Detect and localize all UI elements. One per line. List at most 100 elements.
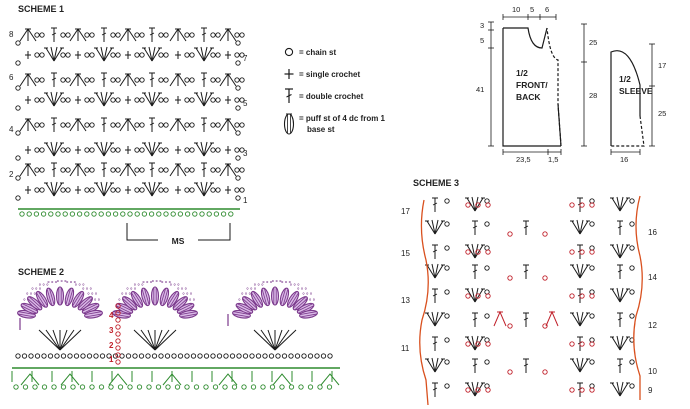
front-back-label: FRONT/ bbox=[516, 80, 548, 90]
stitch-fan-icon bbox=[424, 219, 446, 235]
chain-stitch-icon bbox=[34, 97, 40, 103]
stitch-fan-icon bbox=[424, 311, 446, 327]
chain-stitch-icon bbox=[189, 147, 195, 153]
chain-stitch-icon bbox=[156, 211, 162, 217]
chain-stitch-icon bbox=[475, 202, 481, 208]
chain-stitch-icon bbox=[215, 52, 221, 58]
chain-stitch-icon bbox=[65, 52, 71, 58]
chain-stitch-icon bbox=[475, 387, 481, 393]
chain-stitch-icon bbox=[86, 353, 93, 359]
double-crochet-icon bbox=[100, 27, 108, 43]
double-crochet-icon bbox=[616, 220, 624, 236]
chain-stitch-icon bbox=[60, 353, 67, 359]
fan-dc-stitch bbox=[154, 329, 163, 351]
chain-stitch-icon bbox=[73, 353, 80, 359]
chain-stitch-icon bbox=[115, 310, 121, 316]
chain-stitch-icon bbox=[629, 198, 635, 204]
chain-stitch-icon bbox=[84, 167, 90, 173]
scheme1-row-number: 2 bbox=[9, 170, 14, 179]
fan-dc-stitch bbox=[59, 329, 68, 351]
stitch-fan-icon bbox=[119, 118, 137, 132]
chain-stitch-icon bbox=[629, 289, 635, 295]
scheme1-row-number: 7 bbox=[243, 54, 248, 63]
chain-stitch-icon bbox=[189, 97, 195, 103]
single-crochet-icon bbox=[224, 185, 232, 195]
fan-dc-stitch bbox=[140, 329, 156, 351]
scheme3-row-number: 14 bbox=[648, 273, 657, 282]
chain-stitch-icon bbox=[70, 384, 76, 390]
chain-stitch-icon bbox=[177, 211, 184, 217]
chain-stitch-icon bbox=[98, 384, 105, 390]
chain-stitch-icon bbox=[89, 97, 95, 103]
chain-stitch-icon bbox=[84, 187, 90, 193]
scheme3-row-number: 16 bbox=[648, 228, 657, 237]
chain-stitch-icon bbox=[327, 353, 333, 359]
double-crochet-icon bbox=[50, 72, 58, 88]
chain-stitch-icon bbox=[51, 384, 57, 390]
double-crochet-icon bbox=[148, 27, 156, 43]
chain-stitch-icon bbox=[15, 40, 21, 46]
legend-label: = puff st of 4 dc from 1 bbox=[299, 114, 386, 123]
chain-stitch-icon bbox=[15, 353, 21, 359]
legend-label: = single crochet bbox=[299, 70, 360, 79]
chain-stitch-icon bbox=[239, 147, 245, 153]
picot-mark: ∘∘∘ bbox=[296, 286, 307, 292]
chain-stitch-icon bbox=[60, 384, 67, 390]
chain-stitch-icon bbox=[184, 97, 190, 103]
chain-stitch-icon bbox=[110, 122, 116, 128]
double-crochet-icon bbox=[431, 336, 439, 352]
chain-stitch-icon bbox=[84, 122, 90, 128]
repeat-label: MS bbox=[172, 236, 185, 246]
chain-stitch-icon bbox=[15, 105, 21, 111]
picot-mark: ∘∘∘ bbox=[280, 280, 291, 286]
chain-stitch-icon bbox=[589, 341, 595, 347]
single-crochet-icon bbox=[224, 95, 232, 105]
chain-stitch-icon bbox=[89, 384, 95, 390]
chain-stitch-icon bbox=[579, 293, 585, 299]
picot-mark: ∘∘∘ bbox=[262, 280, 273, 286]
chain-stitch-icon bbox=[212, 384, 219, 390]
chain-stitch-icon bbox=[93, 353, 99, 359]
chain-stitch-icon bbox=[444, 313, 450, 319]
chain-stitch-icon bbox=[60, 122, 66, 128]
chain-stitch-icon bbox=[89, 77, 95, 83]
chain-stitch-icon bbox=[39, 167, 45, 173]
increase-stitch-icon bbox=[493, 310, 507, 327]
chain-stitch-icon bbox=[210, 32, 216, 38]
chain-stitch-icon bbox=[174, 384, 181, 390]
chain-stitch-icon bbox=[239, 122, 245, 128]
chain-stitch-icon bbox=[235, 85, 241, 91]
chain-stitch-icon bbox=[222, 384, 228, 390]
chain-stitch-icon bbox=[139, 52, 145, 58]
dimension-label: 5 bbox=[530, 5, 534, 14]
chain-stitch-icon bbox=[60, 147, 66, 153]
picot-mark: ∘∘∘ bbox=[151, 279, 162, 285]
chain-stitch-icon bbox=[485, 387, 491, 393]
chain-stitch-icon bbox=[134, 77, 140, 83]
chain-stitch-icon bbox=[151, 353, 158, 359]
chain-stitch-icon bbox=[158, 353, 164, 359]
chain-stitch-icon bbox=[60, 187, 66, 193]
double-crochet-icon bbox=[522, 358, 530, 374]
chain-stitch-icon bbox=[40, 211, 47, 217]
double-crochet-icon bbox=[522, 264, 530, 280]
chain-stitch-icon bbox=[127, 211, 133, 217]
chain-stitch-icon bbox=[444, 198, 450, 204]
fan-dc-stitch bbox=[260, 329, 276, 351]
chain-stitch-icon bbox=[65, 122, 71, 128]
scheme3-row-numbers-left: 17 15 13 11 bbox=[401, 207, 410, 353]
single-crochet-icon bbox=[74, 50, 82, 60]
double-crochet-icon bbox=[431, 244, 439, 260]
picot-mark: ∘∘∘ bbox=[253, 282, 264, 288]
chain-stitch-icon bbox=[250, 384, 257, 390]
chain-stitch-icon bbox=[163, 32, 169, 38]
chain-stitch-icon bbox=[120, 211, 126, 217]
chain-stitch-icon bbox=[184, 384, 190, 390]
chain-stitch-icon bbox=[444, 289, 450, 295]
chain-stitch-icon bbox=[629, 221, 635, 227]
single-crochet-icon bbox=[24, 95, 32, 105]
front-back-side-seam bbox=[546, 27, 562, 147]
schematic-labels: 10 5 6 3 5 41 1/2 FRONT/ BACK 23,5 1,5 2… bbox=[476, 5, 666, 164]
chain-stitch-icon bbox=[241, 384, 247, 390]
stitch-fan-icon bbox=[119, 28, 137, 42]
